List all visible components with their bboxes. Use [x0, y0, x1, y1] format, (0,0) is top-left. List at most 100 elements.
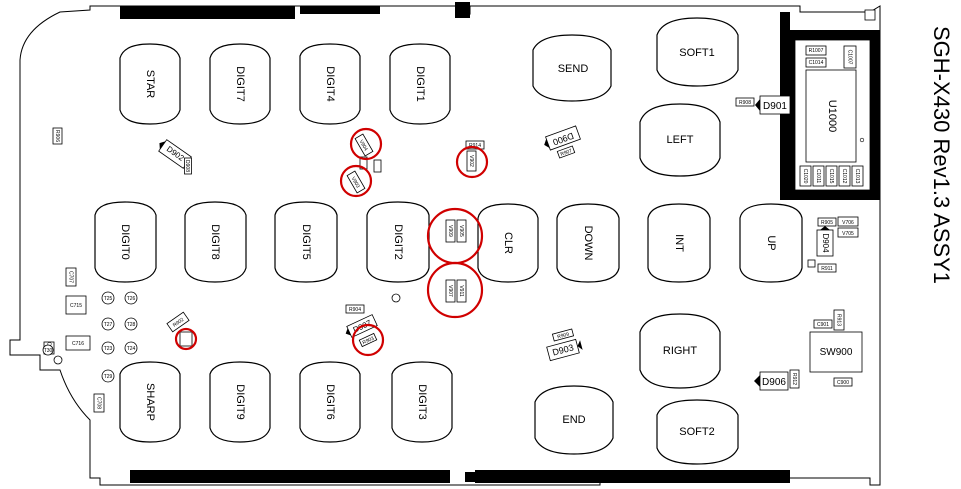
svg-text:D906: D906 — [762, 377, 786, 388]
key-sharp[interactable]: SHARP — [119, 361, 181, 443]
highlight-v902 — [455, 145, 489, 179]
top-connector-bar-left — [120, 6, 295, 19]
comp-c1012: C1012 — [838, 165, 851, 187]
comp-v706: V706 — [837, 216, 859, 227]
svg-text:V909: V909 — [447, 225, 453, 237]
key-digit9[interactable]: DIGIT9 — [209, 361, 271, 443]
comp-c1015: C1015 — [825, 165, 838, 187]
test-point-t27: T27 — [101, 317, 115, 331]
svg-text:T23: T23 — [104, 346, 113, 352]
svg-text:C1007: C1007 — [847, 50, 853, 65]
key-label-clr: CLR — [502, 232, 514, 254]
key-soft1[interactable]: SOFT1 — [656, 17, 739, 87]
svg-text:V705: V705 — [842, 231, 854, 237]
svg-text:C716: C716 — [72, 341, 84, 347]
svg-text:T25: T25 — [104, 296, 113, 302]
key-label-digit2: DIGIT2 — [392, 224, 404, 259]
highlight-v903 — [339, 164, 373, 198]
key-digit6[interactable]: DIGIT6 — [299, 361, 361, 443]
svg-text:C707: C707 — [68, 271, 74, 283]
svg-text:V902: V902 — [468, 155, 474, 167]
svg-text:T27: T27 — [104, 322, 113, 328]
svg-text:D901: D901 — [763, 101, 787, 112]
key-digit3[interactable]: DIGIT3 — [391, 361, 453, 443]
svg-text:C1011: C1011 — [815, 169, 821, 184]
comp-d902: D902 — [158, 139, 192, 169]
svg-text:C715: C715 — [70, 303, 82, 309]
highlight-r903 — [351, 323, 385, 357]
key-digit0[interactable]: DIGIT0 — [94, 201, 157, 283]
comp-r1007: R1007 — [805, 45, 827, 56]
key-label-digit4: DIGIT4 — [324, 66, 336, 101]
comp-v903: V903 — [346, 170, 366, 194]
svg-text:C1014: C1014 — [809, 60, 824, 66]
key-digit2[interactable]: DIGIT2 — [366, 201, 430, 283]
comp-r902: R902 — [166, 311, 190, 333]
key-clr[interactable]: CLR — [477, 203, 539, 283]
bottom-connector-bar-right — [475, 470, 790, 483]
key-int[interactable]: INT — [647, 203, 711, 283]
comp-r914: R914 — [465, 140, 485, 150]
svg-text:C1020: C1020 — [802, 169, 808, 184]
key-label-star: STAR — [144, 70, 156, 99]
key-label-right: RIGHT — [663, 345, 698, 357]
svg-text:R907: R907 — [560, 148, 573, 158]
comp-c1013: C1013 — [851, 165, 864, 187]
svg-text:V706: V706 — [842, 220, 854, 226]
key-label-soft2: SOFT2 — [679, 426, 714, 438]
key-left[interactable]: LEFT — [639, 103, 721, 177]
comp-small-3 — [807, 259, 816, 268]
svg-text:R902: R902 — [172, 317, 185, 329]
comp-v705: V705 — [837, 227, 859, 238]
svg-text:R913: R913 — [836, 314, 842, 326]
svg-text:R906: R906 — [54, 130, 60, 142]
test-point-t29: T29 — [101, 369, 115, 383]
comp-c707: C707 — [65, 267, 77, 287]
key-up[interactable]: UP — [739, 203, 803, 283]
test-point-t25: T25 — [101, 291, 115, 305]
key-soft2[interactable]: SOFT2 — [656, 399, 739, 465]
svg-text:C1012: C1012 — [841, 169, 847, 184]
svg-text:V905: V905 — [458, 225, 464, 237]
svg-text:C1015: C1015 — [828, 169, 834, 184]
test-point-t30: T30 — [42, 344, 54, 356]
key-down[interactable]: DOWN — [556, 203, 620, 283]
key-star[interactable]: STAR — [119, 43, 181, 125]
comp-r905: R905 — [817, 217, 837, 227]
key-digit8[interactable]: DIGIT8 — [184, 201, 247, 283]
highlight-v904 — [349, 127, 383, 161]
svg-text:T26: T26 — [127, 296, 136, 302]
svg-text:D908: D908 — [184, 160, 190, 172]
svg-text:R911: R911 — [821, 266, 833, 272]
corner-notch — [864, 9, 876, 21]
bottom-connector-bar-left — [130, 470, 450, 483]
key-end[interactable]: END — [534, 385, 614, 455]
key-label-soft1: SOFT1 — [679, 47, 714, 59]
comp-sw900: SW900 — [809, 331, 863, 373]
test-point-t26: T26 — [124, 291, 138, 305]
svg-text:R909: R909 — [557, 331, 570, 340]
key-digit4[interactable]: DIGIT4 — [299, 43, 361, 125]
comp-r907: R907 — [556, 145, 576, 159]
key-digit1[interactable]: DIGIT1 — [389, 43, 451, 125]
comp-d903: D903 — [546, 338, 583, 362]
key-label-end: END — [562, 414, 585, 426]
svg-text:V907: V907 — [447, 285, 453, 297]
bottom-connector-notch — [465, 472, 475, 482]
board-outline — [9, 5, 881, 486]
key-right[interactable]: RIGHT — [639, 313, 721, 389]
comp-r906: R906 — [52, 127, 63, 145]
key-digit5[interactable]: DIGIT5 — [274, 201, 338, 283]
key-send[interactable]: SEND — [532, 34, 612, 102]
test-point-t24: T24 — [124, 341, 138, 355]
svg-text:R914: R914 — [469, 143, 481, 149]
key-digit7[interactable]: DIGIT7 — [209, 43, 271, 125]
comp-c708: C708 — [93, 393, 105, 413]
comp-c715: C715 — [65, 295, 87, 315]
comp-c901: C901 — [813, 319, 833, 329]
key-label-digit6: DIGIT6 — [324, 384, 336, 419]
comp-c1014: C1014 — [805, 57, 827, 68]
key-label-digit7: DIGIT7 — [234, 66, 246, 101]
svg-text:C901: C901 — [817, 322, 829, 328]
svg-text:R912: R912 — [791, 373, 797, 385]
